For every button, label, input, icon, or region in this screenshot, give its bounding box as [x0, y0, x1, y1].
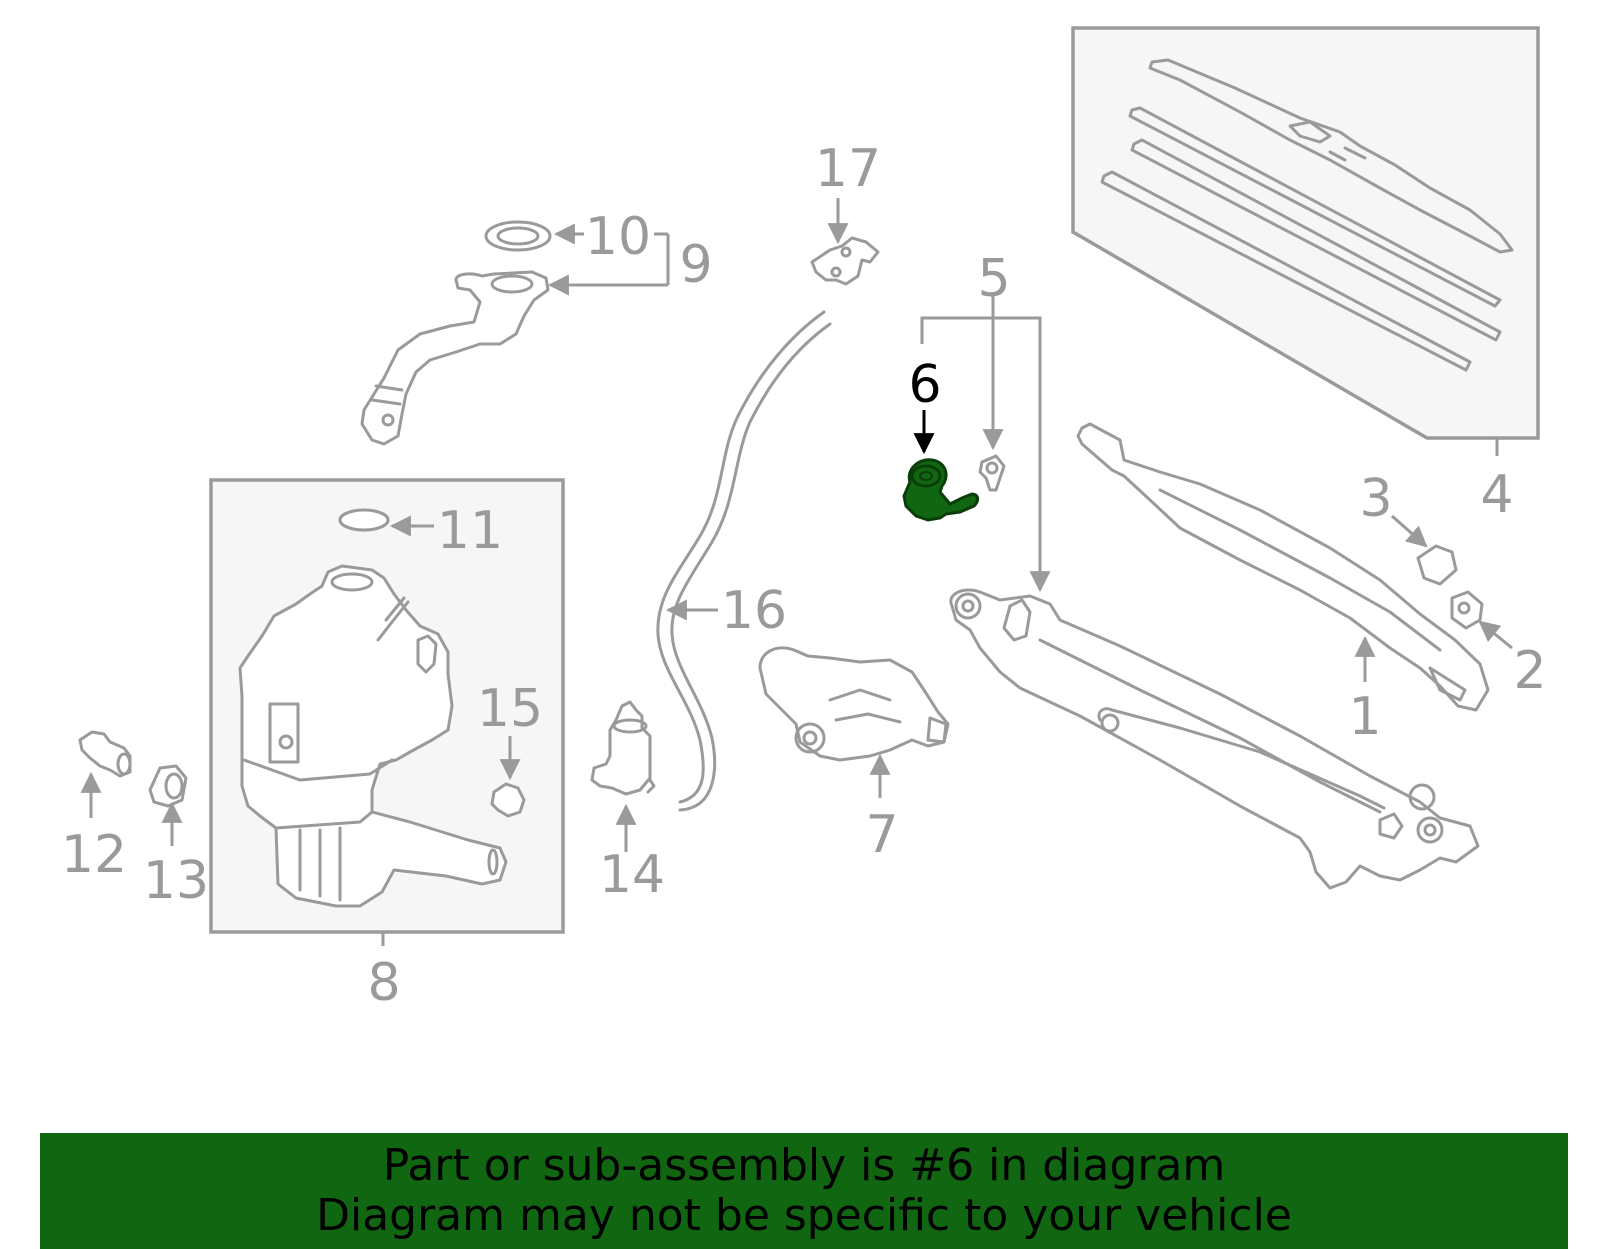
sensor-part-12 — [78, 730, 132, 818]
callout-17: 17 — [815, 139, 881, 199]
wiper-blade-assembly — [1071, 26, 1540, 456]
nut-part-2 — [1450, 590, 1513, 650]
callout-9: 9 — [679, 235, 712, 295]
callout-16: 16 — [721, 581, 787, 641]
hose-joint-part-17 — [810, 198, 880, 286]
banner-line-1: Part or sub-assembly is #6 in diagram — [382, 1140, 1226, 1191]
callout-5: 5 — [977, 249, 1010, 309]
callout-12: 12 — [61, 825, 127, 885]
callout-11: 11 — [437, 501, 503, 561]
washer-reservoir-assembly — [209, 478, 565, 946]
seal-ring-part-10 — [484, 220, 584, 252]
callout-2: 2 — [1513, 641, 1546, 701]
callout-7: 7 — [865, 805, 898, 865]
callout-10: 10 — [585, 207, 651, 267]
callout-13: 13 — [143, 851, 209, 911]
wiper-arm — [1076, 422, 1490, 712]
callout-6: 6 — [908, 355, 941, 415]
bolt-part-5 — [920, 296, 1051, 593]
grommet-part-6 — [902, 410, 980, 522]
cap-part-3 — [1391, 514, 1458, 586]
wiper-motor — [758, 646, 950, 798]
callout-labels: 1 2 3 4 5 6 7 8 9 10 11 12 13 14 15 16 1… — [61, 139, 1547, 1013]
washer-hose — [656, 310, 832, 812]
grommet-part-13 — [148, 764, 188, 846]
callout-3: 3 — [1359, 469, 1392, 529]
info-banner: Part or sub-assembly is #6 in diagram Di… — [40, 1133, 1568, 1249]
washer-pump-part-14 — [590, 700, 656, 852]
part-4-box — [1071, 26, 1540, 440]
callout-15: 15 — [477, 679, 543, 739]
callout-1: 1 — [1348, 687, 1381, 747]
filler-neck-part-9 — [360, 232, 670, 446]
grommet-part-15 — [490, 736, 526, 818]
gasket-part-11 — [338, 508, 434, 537]
callout-8: 8 — [367, 953, 400, 1013]
wiper-linkage — [949, 588, 1480, 890]
banner-line-2: Diagram may not be specific to your vehi… — [316, 1190, 1292, 1241]
callout-14: 14 — [599, 845, 665, 905]
callout-4: 4 — [1480, 465, 1513, 525]
